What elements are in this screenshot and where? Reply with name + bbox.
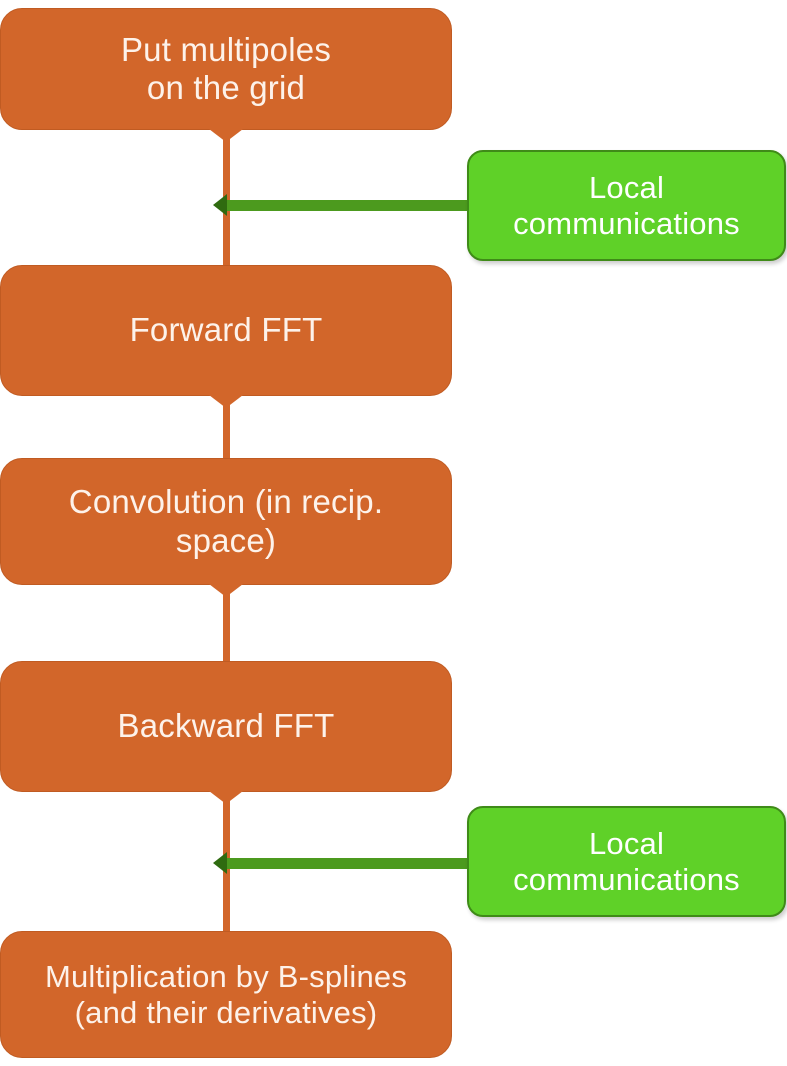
- process-box-multiplication-by-b-splines[interactable]: Multiplication by B-splines (and their d…: [0, 931, 452, 1058]
- process-box-connector-tab: [209, 129, 243, 142]
- note-arrow: [213, 194, 469, 216]
- note-box-label: Local communications: [513, 169, 740, 241]
- process-box-connector-tab: [209, 791, 243, 804]
- process-box-label: Forward FFT: [129, 311, 323, 349]
- note-arrowhead-icon: [213, 852, 227, 874]
- flow-connector: [222, 394, 230, 461]
- process-box-connector-tab: [209, 395, 243, 408]
- process-box-label: Convolution (in recip. space): [68, 483, 384, 559]
- note-box-local-communications-1[interactable]: Local communications: [467, 150, 786, 261]
- note-arrowhead-icon: [213, 194, 227, 216]
- process-box-label: Multiplication by B-splines (and their d…: [44, 958, 408, 1030]
- process-box-connector-tab: [209, 584, 243, 597]
- process-box-convolution-in-recip-space[interactable]: Convolution (in recip. space): [0, 458, 452, 585]
- process-box-label: Backward FFT: [117, 707, 335, 745]
- note-arrow: [213, 852, 469, 874]
- process-box-put-multipoles-on-the-grid[interactable]: Put multipoles on the grid: [0, 8, 452, 130]
- note-box-label: Local communications: [513, 825, 740, 897]
- note-box-local-communications-2[interactable]: Local communications: [467, 806, 786, 917]
- flow-connector: [222, 583, 230, 664]
- process-box-backward-fft[interactable]: Backward FFT: [0, 661, 452, 792]
- process-box-forward-fft[interactable]: Forward FFT: [0, 265, 452, 396]
- process-box-label: Put multipoles on the grid: [120, 30, 332, 106]
